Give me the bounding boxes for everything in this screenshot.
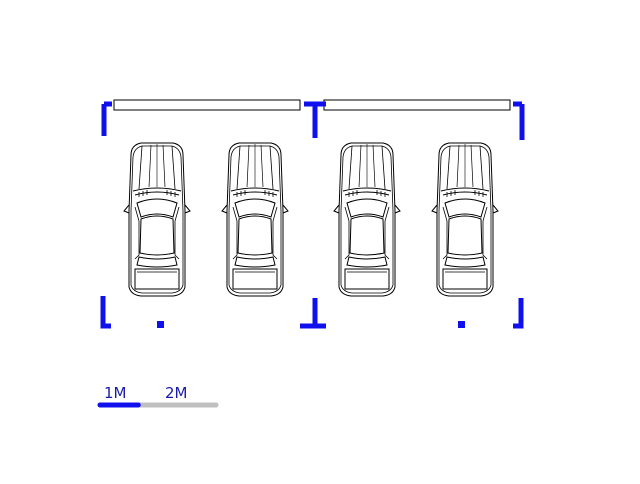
scale-label-1m: 1M	[104, 384, 127, 402]
overhead-door-icon	[113, 99, 301, 111]
wall-bottom-center-divider	[300, 298, 326, 329]
car-top-view-icon	[123, 142, 191, 297]
parked-cars	[123, 142, 499, 297]
wall-top-center-divider	[304, 101, 326, 138]
car-top-view-icon	[431, 142, 499, 297]
overhead-door-icon	[323, 99, 511, 111]
scale-label-2m: 2M	[165, 384, 188, 402]
wall-top-left-corner	[101, 101, 112, 136]
door-post	[157, 321, 164, 328]
door-post	[458, 321, 465, 328]
walls	[100, 101, 525, 329]
car-top-view-icon	[221, 142, 289, 297]
wall-bottom-right-corner	[513, 298, 524, 329]
car-top-view-icon	[333, 142, 401, 297]
wall-top-right-corner	[513, 101, 525, 140]
wall-bottom-left-corner	[100, 296, 111, 329]
